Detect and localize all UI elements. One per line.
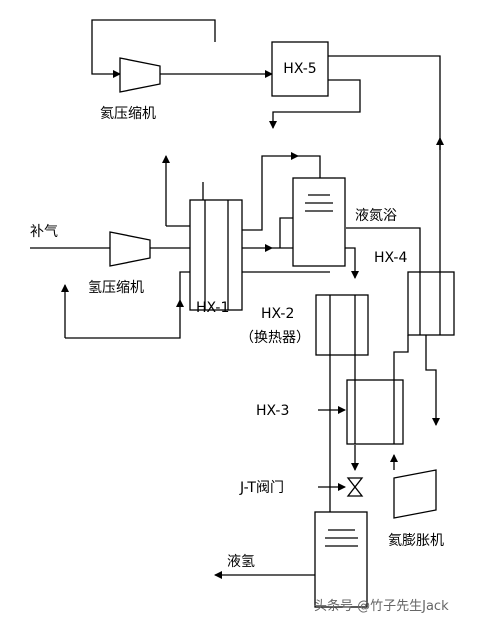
hx4-label: HX-4	[374, 250, 407, 266]
helium-loop-lines	[91, 19, 444, 272]
ln2-bath-box	[292, 177, 346, 267]
liquid-hydrogen-label: 液氢	[227, 554, 255, 570]
jt-valve-icon	[346, 477, 364, 497]
hx5-label: HX-5	[283, 61, 316, 77]
helium-expander-label: 氦膨胀机	[388, 532, 444, 549]
helium-compressor-icon	[119, 57, 161, 93]
lh2-tank-box	[314, 511, 368, 608]
hydrogen-compressor-icon	[109, 231, 151, 267]
makeup-gas-label: 补气	[30, 224, 58, 240]
hx1-box	[189, 199, 243, 311]
watermark: 头条号 @竹子先生Jack	[314, 598, 449, 614]
hx4-box	[407, 271, 455, 336]
hx2-label: HX-2	[261, 306, 294, 322]
jt-valve-label: J-T阀门	[239, 480, 284, 496]
hx1-label: HX-1	[196, 300, 229, 316]
hx2-box	[315, 294, 369, 356]
hx5-box	[271, 41, 329, 97]
ln2-bath-label: 液氮浴	[355, 208, 397, 224]
hx3-label: HX-3	[256, 403, 289, 419]
hx2-sub-label: （换热器）	[240, 329, 310, 346]
helium-compressor-label: 氦压缩机	[100, 106, 156, 122]
hydrogen-compressor-label: 氢压缩机	[88, 280, 144, 296]
helium-expander-icon	[393, 469, 437, 519]
